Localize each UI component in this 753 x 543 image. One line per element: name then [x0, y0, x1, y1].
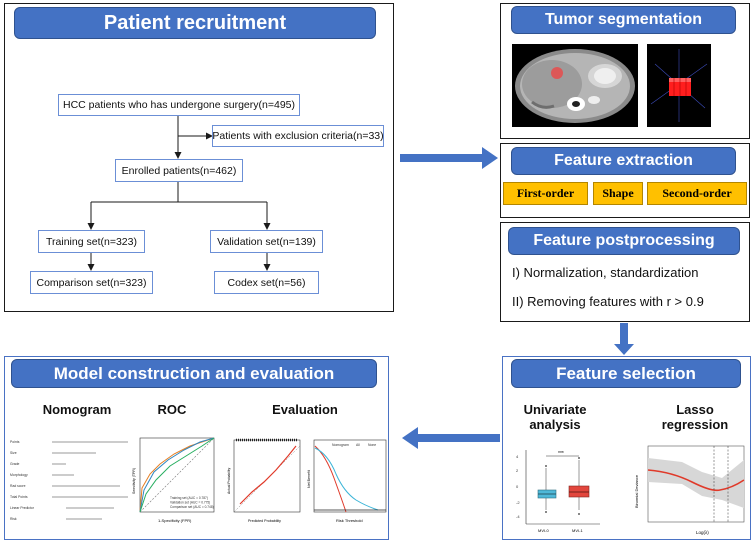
dca-legend-all: All	[356, 443, 360, 447]
decision-curve-plot: Nomogram All None Risk Threshold Net Ben…	[307, 439, 387, 523]
normalization-text: I) Normalization, standardization	[512, 265, 699, 280]
nomogram-row-risk: Risk	[10, 517, 17, 521]
first-order-tag: First-order	[503, 182, 588, 205]
patient-recruitment-title: Patient recruitment	[14, 7, 376, 39]
svg-text:4: 4	[516, 454, 519, 459]
feature-extraction-title: Feature extraction	[511, 147, 736, 175]
evaluation-label: Evaluation	[272, 402, 338, 417]
roc-curve-plot: Training set (AUC = 0.787) Validation se…	[132, 437, 215, 523]
nomogram-row-linearpredictor: Linear Predictor	[10, 506, 35, 510]
nomogram-label: Nomogram	[42, 402, 112, 417]
roc-legend-training: Training set (AUC = 0.787)	[170, 496, 208, 500]
validation-set-box: Validation set(n=139)	[210, 230, 323, 253]
recruitment-flow-lines	[87, 115, 271, 271]
hcc-patients-box: HCC patients who has undergone surgery(n…	[58, 94, 300, 116]
calibration-plot: Predicted Probability Actual Probability	[227, 438, 301, 523]
nomogram-row-totalpoints: Total Points	[10, 495, 28, 499]
second-order-tag: Second-order	[647, 182, 747, 205]
lasso-deviance-plot: Log(λ) Binomial Deviance	[634, 445, 745, 535]
roc-ylabel: Sensitivity (TPR)	[132, 468, 136, 494]
nomogram-plot: Points Size Grade Morphology Rad score T…	[10, 440, 128, 521]
enrolled-patients-box: Enrolled patients(n=462)	[115, 159, 243, 182]
tumor-3d-render	[647, 44, 711, 127]
exclusion-criteria-box: Patients with exclusion criteria(n=33)	[212, 125, 384, 147]
roc-legend-comparison: Comparison set (AUC = 0.748)	[170, 505, 214, 509]
nomogram-row-grade: Grade	[10, 462, 20, 466]
lasso-xlabel: Log(λ)	[696, 530, 709, 535]
removing-features-text: II) Removing features with r > 0.9	[512, 294, 704, 309]
roc-legend-validation: Validation set (AUC = 0.775)	[170, 501, 210, 505]
significance-marker: ***	[558, 451, 564, 457]
svg-text:-4: -4	[516, 514, 520, 519]
model-construction-title: Model construction and evaluation	[11, 359, 377, 388]
codex-set-box: Codex set(n=56)	[214, 271, 319, 294]
feature-postprocessing-title: Feature postprocessing	[508, 227, 740, 255]
svg-text:0: 0	[516, 484, 519, 489]
dca-legend-nomogram: Nomogram	[332, 443, 349, 447]
univariate-analysis-label: Univariate analysis	[523, 402, 587, 432]
tumor-segmentation-title: Tumor segmentation	[511, 6, 736, 34]
box-group-mvi0: MVI-0	[538, 528, 549, 533]
ct-scan-image	[512, 44, 638, 127]
training-set-box: Training set(n=323)	[38, 230, 145, 253]
lasso-regression-label: Lasso regression	[661, 402, 729, 432]
svg-text:-2: -2	[516, 500, 520, 505]
feature-selection-title: Feature selection	[511, 359, 741, 388]
arrow-to-feature-selection	[614, 323, 634, 355]
comparison-set-box: Comparison set(n=323)	[30, 271, 153, 294]
arrow-to-feature-extraction	[400, 147, 498, 169]
shape-tag: Shape	[593, 182, 643, 205]
dca-xlabel: Risk Threshold	[336, 518, 363, 523]
box-group-mvi1: MVI-1	[572, 528, 583, 533]
svg-text:2: 2	[516, 468, 519, 473]
dca-ylabel: Net Benefit	[307, 470, 311, 488]
roc-xlabel: 1-Specificity (FPR)	[158, 518, 192, 523]
arrow-to-model-construction	[402, 427, 500, 449]
roc-label: ROC	[157, 402, 187, 417]
nomogram-row-size: Size	[10, 451, 17, 455]
nomogram-row-morphology: Morphology	[10, 473, 28, 477]
nomogram-row-points: Points	[10, 440, 20, 444]
calibration-ylabel: Actual Probability	[227, 467, 231, 494]
univariate-boxplot: 4 2 0 -2 -4 *** MVI-0 MVI-1	[516, 450, 600, 533]
nomogram-row-radscore: Rad score	[10, 484, 26, 488]
lasso-ylabel: Binomial Deviance	[634, 474, 639, 508]
calibration-xlabel: Predicted Probability	[248, 519, 281, 523]
dca-legend-none: None	[368, 443, 376, 447]
patient-recruitment-panel	[4, 3, 394, 312]
